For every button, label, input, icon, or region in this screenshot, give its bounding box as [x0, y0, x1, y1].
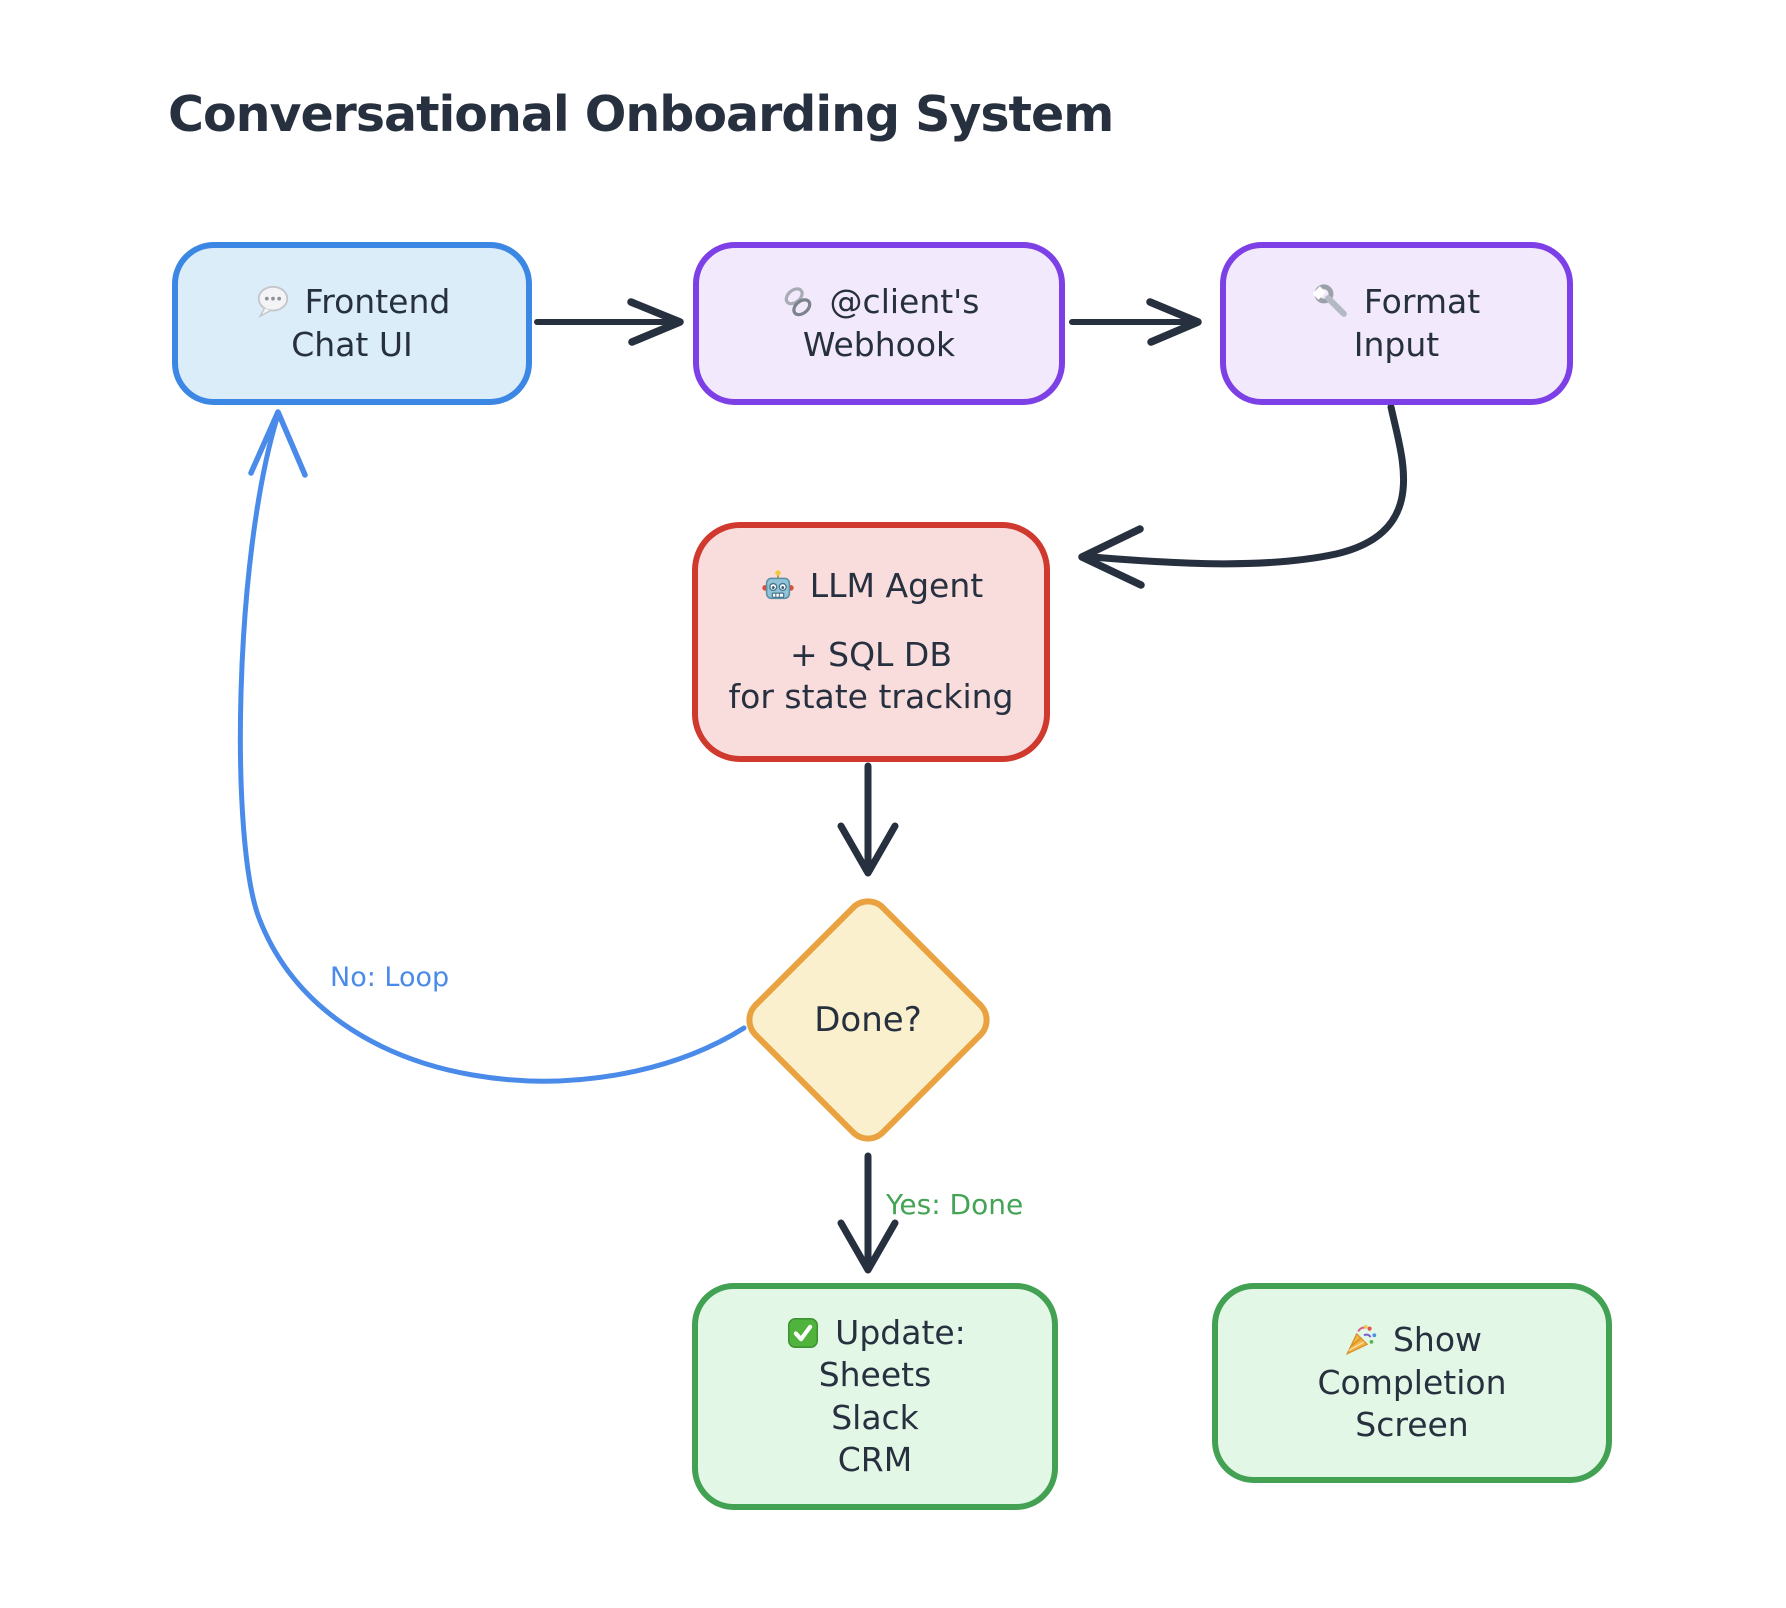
node-line: LLM Agent — [759, 565, 983, 608]
node-clients-webhook: @client's Webhook — [693, 242, 1065, 405]
wrench-icon — [1312, 283, 1351, 321]
node-label: Update: — [835, 1313, 966, 1353]
edge-label-no-loop: No: Loop — [330, 962, 450, 993]
arrow-frontend-to-webhook — [534, 298, 684, 346]
node-line: Frontend — [254, 281, 451, 324]
page-title: Conversational Onboarding System — [168, 86, 1114, 143]
node-llm-agent: LLM Agent + SQL DB for state tracking — [692, 522, 1050, 762]
node-line: Show — [1342, 1319, 1482, 1362]
node-label: Show — [1392, 1319, 1483, 1359]
node-label: Screen — [1355, 1405, 1469, 1445]
node-label: for state tracking — [728, 677, 1014, 717]
node-update-integrations: Update: Sheets Slack CRM — [692, 1283, 1058, 1510]
arrow-decision-loop-to-frontend — [237, 409, 747, 1084]
node-line: Format — [1312, 281, 1481, 324]
arrow-format-to-llm — [1078, 403, 1408, 589]
check-mark-icon — [784, 1314, 822, 1352]
node-label: + SQL DB — [790, 634, 952, 674]
node-label: Input — [1353, 324, 1440, 364]
party-popper-icon — [1342, 1321, 1380, 1359]
node-label: Frontend — [304, 281, 451, 321]
node-label: Webhook — [802, 324, 956, 364]
node-line: Update: — [784, 1312, 966, 1354]
arrow-llm-to-decision — [837, 762, 899, 877]
node-label: LLM Agent — [809, 565, 984, 605]
edge-label-yes-done: Yes: Done — [886, 1188, 1024, 1221]
node-label: CRM — [837, 1439, 913, 1479]
speech-balloon-icon — [254, 283, 292, 321]
node-label: Slack — [831, 1397, 919, 1437]
node-label: Completion — [1317, 1362, 1507, 1402]
link-icon — [779, 283, 817, 321]
node-format-input: Format Input — [1220, 242, 1573, 405]
node-label: Format — [1363, 281, 1481, 321]
node-line: @client's — [779, 281, 980, 324]
arrow-webhook-to-format — [1069, 298, 1202, 346]
node-label: @client's — [829, 281, 980, 321]
node-label: Chat UI — [291, 324, 413, 364]
robot-icon — [759, 567, 797, 605]
node-label: Sheets — [818, 1355, 932, 1395]
decision-label: Done? — [814, 1000, 922, 1040]
node-frontend-chat-ui: Frontend Chat UI — [172, 242, 532, 405]
node-show-completion-screen: Show Completion Screen — [1212, 1283, 1612, 1483]
